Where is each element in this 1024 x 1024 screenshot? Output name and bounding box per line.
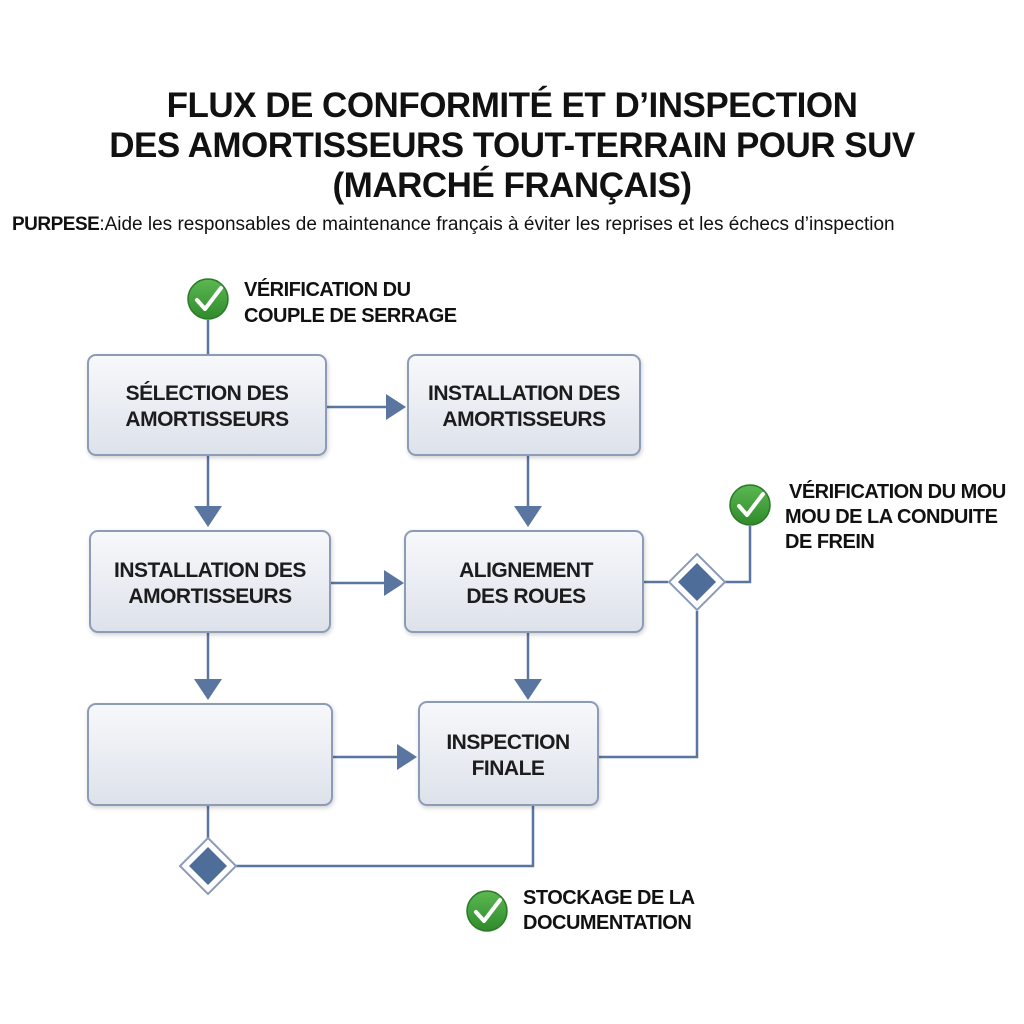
check-icon <box>466 890 508 932</box>
checkpoint-couple-line2: COUPLE DE SERRAGE <box>244 305 457 327</box>
node-selection-line2: AMORTISSEURS <box>125 408 289 431</box>
node-installation-mid-line1: INSTALLATION DES <box>114 559 306 582</box>
decision-diamond-right <box>667 552 727 612</box>
title-line-3: (MARCHÉ FRANÇAIS) <box>332 166 692 205</box>
node-empty <box>87 703 333 806</box>
node-alignement: ALIGNEMENT DES ROUES <box>404 530 644 633</box>
checkpoint-stockage-line2: DOCUMENTATION <box>523 912 691 934</box>
node-installation-mid: INSTALLATION DES AMORTISSEURS <box>89 530 331 633</box>
check-icon <box>187 278 229 320</box>
node-selection: SÉLECTION DES AMORTISSEURS <box>87 354 327 456</box>
connectors <box>206 320 752 868</box>
checkpoint-stockage: STOCKAGE DE LA DOCUMENTATION <box>466 887 695 934</box>
check-icon <box>729 484 771 526</box>
node-inspection-line1: INSPECTION <box>446 731 569 754</box>
arrowhead-right <box>384 570 404 596</box>
node-installation-mid-line2: AMORTISSEURS <box>128 585 292 608</box>
node-installation-top-line1: INSTALLATION DES <box>428 382 620 405</box>
purpose-label: PURPESE <box>12 214 100 235</box>
checkpoint-frein: VÉRIFICATION DU MOU MOU DE LA CONDUITE D… <box>729 480 1006 553</box>
arrowheads <box>194 394 542 770</box>
arrowhead-right <box>397 744 417 770</box>
arrowhead-right <box>386 394 406 420</box>
checkpoint-couple: VÉRIFICATION DU COUPLE DE SERRAGE <box>187 278 457 327</box>
node-inspection: INSPECTION FINALE <box>418 701 599 806</box>
checkpoint-frein-line3: DE FREIN <box>785 531 874 553</box>
arrowhead-down <box>194 506 222 527</box>
checkpoint-frein-line1: VÉRIFICATION DU MOU <box>789 480 1006 503</box>
arrowhead-down <box>514 679 542 700</box>
decision-diamond-left <box>178 836 238 896</box>
node-installation-top: INSTALLATION DES AMORTISSEURS <box>407 354 641 456</box>
node-installation-top-line2: AMORTISSEURS <box>442 408 606 431</box>
title-line-1: FLUX DE CONFORMITÉ ET D’INSPECTION <box>166 86 858 125</box>
node-alignement-line1: ALIGNEMENT <box>459 559 594 582</box>
node-inspection-line2: FINALE <box>472 757 545 780</box>
connector-diamond-to-frein <box>725 526 752 584</box>
arrowhead-down <box>194 679 222 700</box>
arrowhead-down <box>514 506 542 527</box>
purpose-text: :Aide les responsables de maintenance fr… <box>99 214 895 235</box>
page-title: FLUX DE CONFORMITÉ ET D’INSPECTION DES A… <box>0 86 1024 206</box>
node-selection-line1: SÉLECTION DES <box>126 382 289 405</box>
connector-inspection-to-diamond <box>598 611 699 759</box>
connector-diamond-to-inspection <box>236 805 535 868</box>
checkpoint-stockage-line1: STOCKAGE DE LA <box>523 887 695 909</box>
purpose-statement: PURPESE:Aide les responsables de mainten… <box>12 214 895 236</box>
title-line-2: DES AMORTISSEURS TOUT-TERRAIN POUR SUV <box>109 126 915 165</box>
node-alignement-line2: DES ROUES <box>466 585 586 608</box>
checkpoint-couple-line1: VÉRIFICATION DU <box>244 278 411 301</box>
checkpoint-frein-line2: MOU DE LA CONDUITE <box>785 506 998 528</box>
